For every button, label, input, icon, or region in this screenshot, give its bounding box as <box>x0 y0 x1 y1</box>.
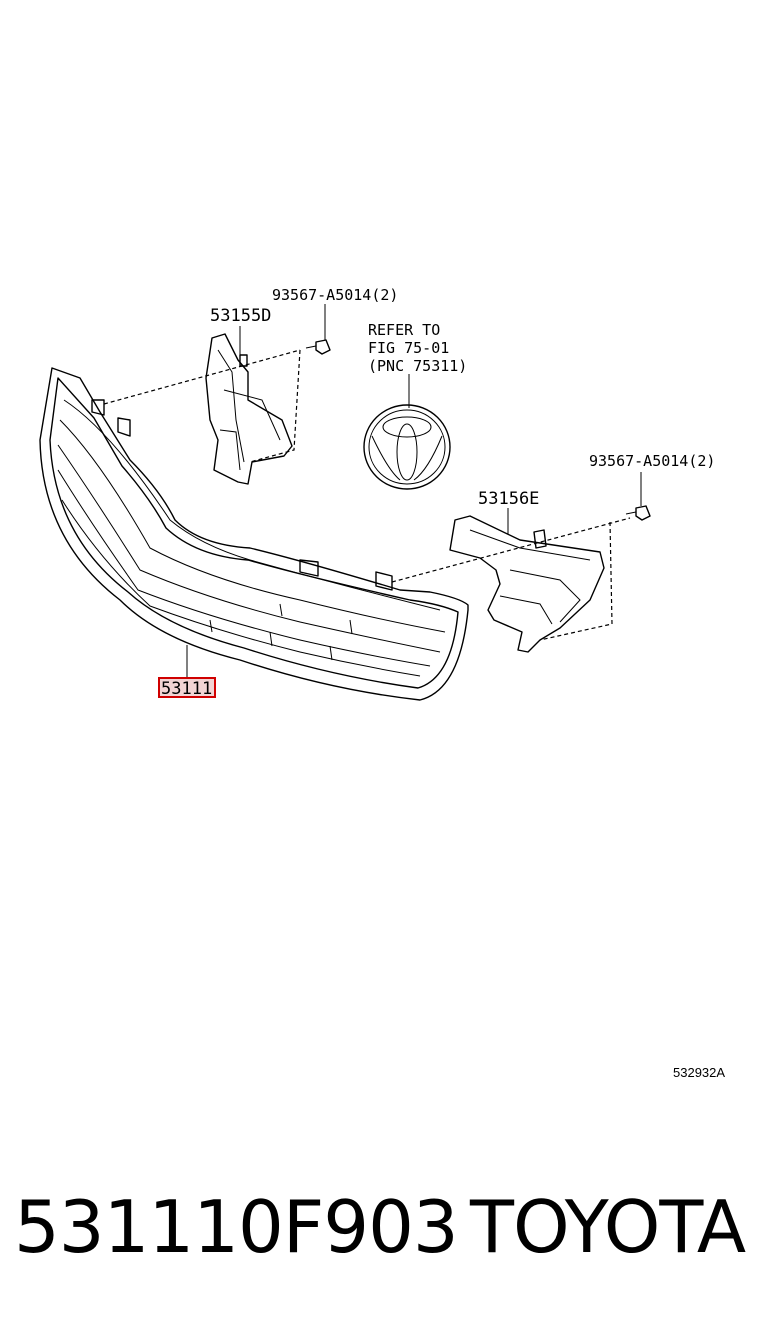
bolt-top-label: 93567-A5014(2) <box>272 286 398 304</box>
left-bracket-part <box>205 333 293 485</box>
refer-label-line1: REFER TO <box>368 321 440 339</box>
right-bracket-part <box>449 515 605 653</box>
footer-part-number: 531110F903 <box>14 1185 459 1269</box>
bracket-right-label: 53156E <box>478 489 539 509</box>
grille-label-highlight <box>158 677 216 698</box>
grille-label[interactable]: 53111 <box>161 679 212 699</box>
bracket-left-label: 53155D <box>210 306 271 326</box>
leader-lines <box>186 304 642 678</box>
figure-id: 532932A <box>673 1065 725 1080</box>
grille-part <box>39 367 469 701</box>
assembly-lines <box>103 349 631 641</box>
emblem-part <box>363 404 451 490</box>
refer-label-line2: FIG 75-01 <box>368 339 449 357</box>
footer: 531110F903 TOYOTA <box>0 1185 760 1285</box>
bolt-top-part <box>305 339 331 355</box>
bolt-right-part <box>625 505 651 521</box>
refer-label-line3: (PNC 75311) <box>368 357 467 375</box>
footer-brand: TOYOTA <box>470 1185 746 1269</box>
bolt-right-label: 93567-A5014(2) <box>589 452 715 470</box>
